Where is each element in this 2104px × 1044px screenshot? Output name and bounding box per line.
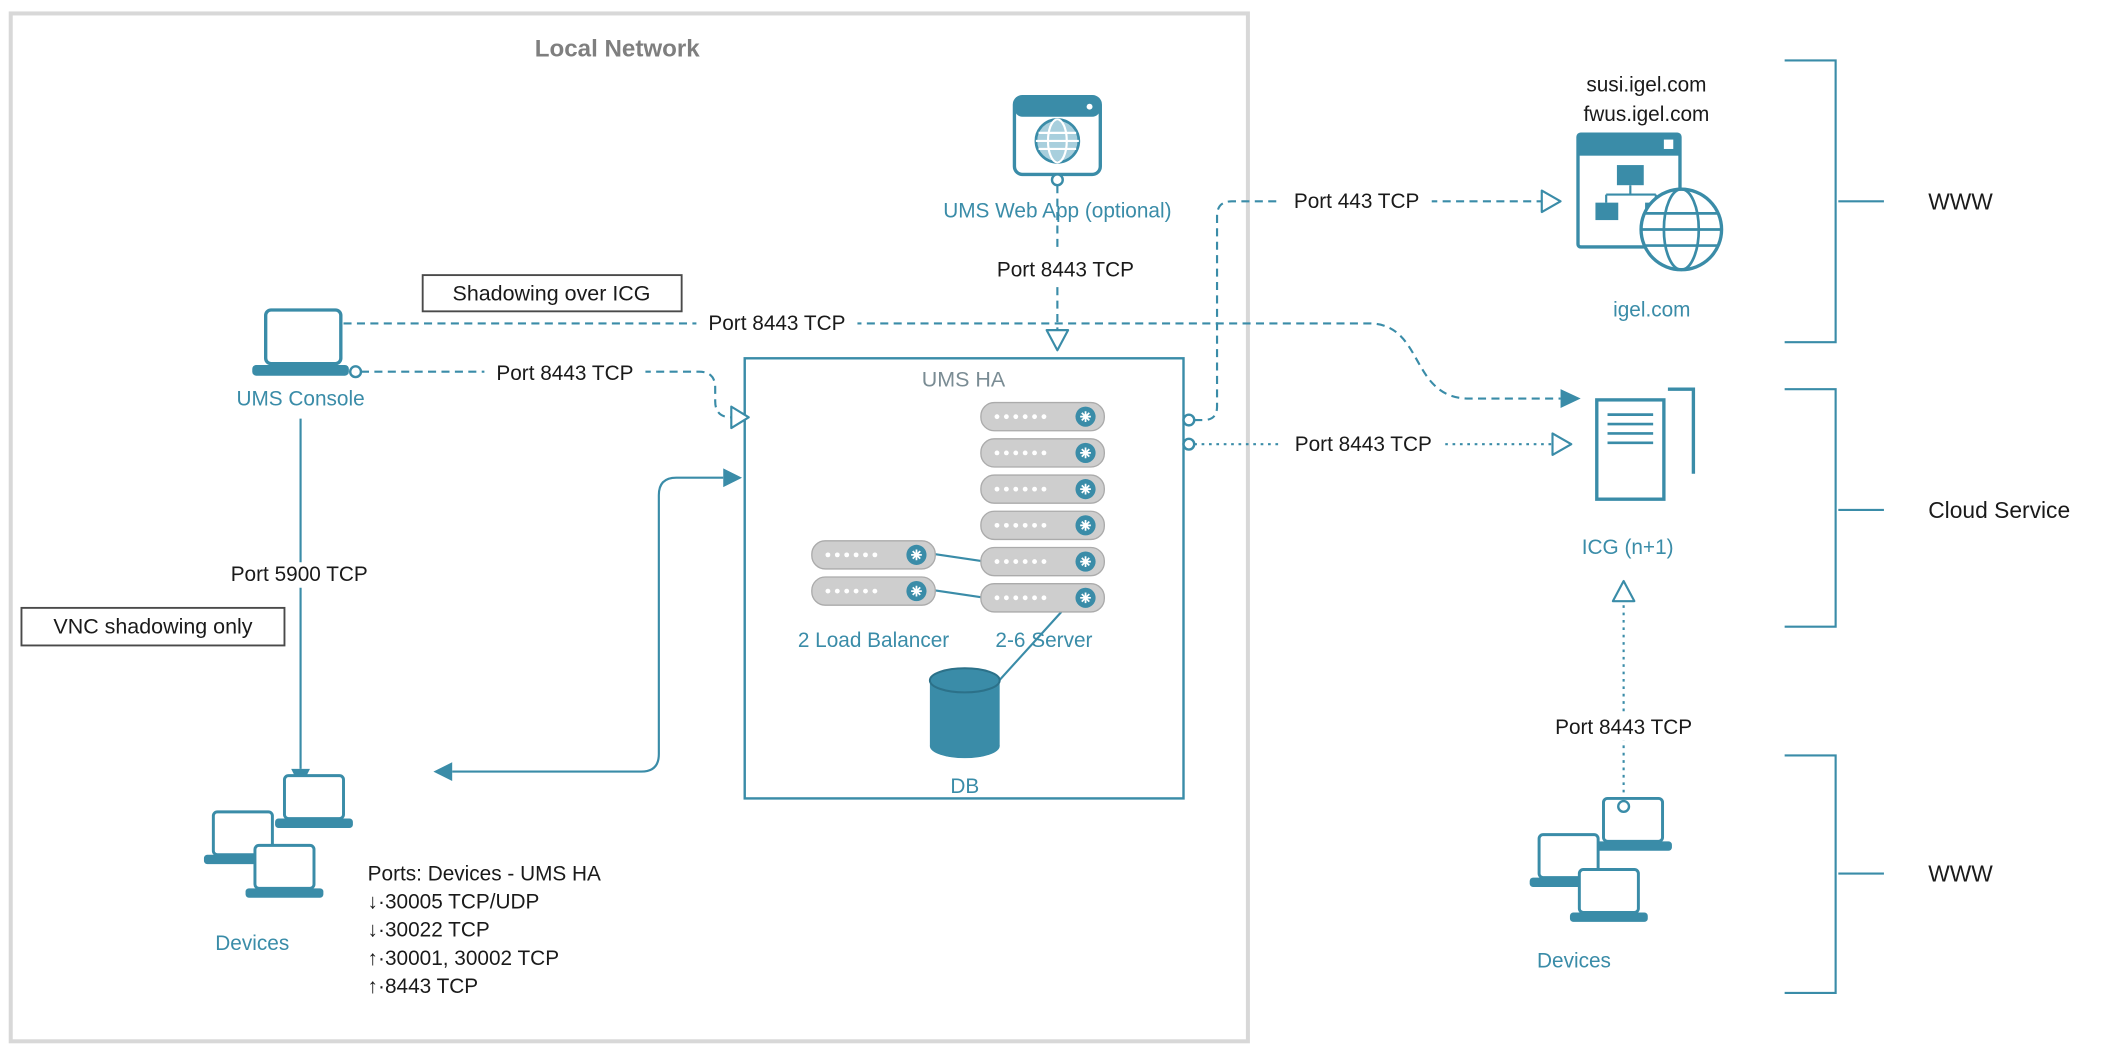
zone-www-bottom: WWW [1784, 754, 1993, 995]
ports-note-title: Ports: Devices - UMS HA [368, 862, 601, 885]
edge-devices-umsha-line [452, 476, 724, 773]
ports-note: Ports: Devices - UMS HA ↓·30005 TCP/UDP … [368, 862, 601, 998]
browser-globe-icon [1012, 94, 1102, 177]
vnc-callout-label: VNC shadowing only [53, 614, 252, 638]
devices-remote-connector-dot-icon [1617, 799, 1631, 814]
edge-devices-to-icg: Port 8443 TCP [1541, 579, 1706, 800]
zone-label-www-bottom: WWW [1928, 861, 1993, 887]
igel-portal-globe-icon [1576, 132, 1724, 272]
edge-devices-to-umsha [433, 468, 743, 781]
laptop-icon [252, 308, 349, 376]
zone-www-top: WWW [1784, 59, 1993, 344]
edge-umsha-igel-line [1194, 200, 1542, 422]
ums-ha-group: UMS HA 2 Load Balancer 2-6 Server DB [743, 357, 1185, 800]
ums-web-app-label: UMS Web App (optional) [943, 199, 1171, 222]
arrowhead-up-icon [1611, 579, 1636, 603]
edge-umsha-to-igel: Port 443 TCP [1194, 189, 1562, 422]
devices-local-node: Devices [202, 774, 355, 955]
zone-label-cloud-service: Cloud Service [1928, 497, 2070, 523]
label-background [217, 562, 382, 588]
ports-note-line: ↑·30001, 30002 TCP [368, 947, 559, 970]
shadowing-callout-box [421, 274, 683, 313]
igel-com-label: igel.com [1613, 299, 1690, 322]
igel-com-node: susi.igel.com fwus.igel.com igel.com [1576, 73, 1724, 322]
igel-domain1-label: susi.igel.com [1586, 73, 1706, 96]
ums-console-node: UMS Console [236, 308, 365, 410]
zone-bracket [1784, 388, 1837, 628]
devices-local-label: Devices [215, 932, 289, 955]
label-background [696, 311, 858, 337]
connector-dots [349, 173, 1631, 814]
webapp-connector-dot-icon [1050, 173, 1064, 187]
devices-remote-node: Devices [1528, 796, 1674, 972]
ums-web-app-node: UMS Web App (optional) [943, 94, 1172, 222]
label-background [1281, 189, 1432, 215]
edge-console-umsha-line [360, 370, 732, 419]
zone-label-www-top: WWW [1928, 188, 1993, 214]
db-label: DB [950, 775, 979, 798]
arrowhead-right-icon [1540, 189, 1562, 214]
devices-cluster-icon [1528, 796, 1674, 924]
edge-console-to-umsha: Port 8443 TCP [360, 360, 750, 430]
icg-label: ICG (n+1) [1582, 536, 1674, 559]
ums-console-label: UMS Console [236, 387, 364, 410]
zone-bracket [1784, 754, 1837, 995]
edge-webapp-to-umsha: Port 8443 TCP [997, 185, 1134, 352]
console-connector-dot-icon [349, 365, 363, 379]
edge-console-umsha-port-label: Port 8443 TCP [496, 362, 633, 385]
ports-note-line: ↑·8443 TCP [368, 975, 479, 998]
edge-shadowing-over-icg: Shadowing over ICG Port 8443 TCP [343, 274, 1581, 408]
arrowhead-right-icon [1560, 389, 1581, 408]
icg-node: ICG (n+1) [1582, 387, 1696, 559]
ums-ha-title: UMS HA [922, 367, 1006, 391]
arrowhead-down-icon [1045, 329, 1070, 352]
lb-server-connector [935, 553, 982, 599]
zone-bracket [1784, 59, 1837, 344]
arrowhead-right-icon [1551, 432, 1573, 456]
umsha-connector-dot-bottom-icon [1182, 437, 1196, 451]
arrowhead-left-icon [433, 762, 453, 781]
label-background [1541, 715, 1706, 741]
server-db-connector [994, 611, 1063, 686]
database-icon [928, 667, 1001, 759]
label-background [484, 360, 646, 387]
devices-remote-label: Devices [1537, 949, 1611, 972]
edge-umsha-to-icg: Port 8443 TCP [1194, 432, 1573, 458]
arrowhead-right-icon [723, 468, 743, 488]
edge-console-devices-port-label: Port 5900 TCP [231, 563, 368, 586]
igel-domain2-label: fwus.igel.com [1583, 103, 1709, 126]
edge-devices-icg-port-label: Port 8443 TCP [1555, 716, 1692, 739]
shadowing-callout-label: Shadowing over ICG [453, 282, 651, 306]
ports-note-line: ↓·30005 TCP/UDP [368, 890, 540, 913]
label-background [1281, 432, 1446, 458]
edge-umsha-icg-port-label: Port 8443 TCP [1295, 433, 1432, 456]
umsha-connector-dot-top-icon [1182, 413, 1196, 427]
server-label: 2-6 Server [995, 629, 1092, 652]
edge-umsha-igel-port-label: Port 443 TCP [1294, 190, 1420, 213]
edge-webapp-port-label: Port 8443 TCP [997, 258, 1134, 281]
local-network-title: Local Network [535, 35, 701, 62]
zone-cloud-service: Cloud Service [1784, 388, 2070, 628]
load-balancer-label: 2 Load Balancer [798, 629, 949, 652]
ports-note-line: ↓·30022 TCP [368, 919, 490, 942]
edge-console-to-devices: Port 5900 TCP VNC shadowing only [20, 418, 382, 788]
icg-server-icon [1595, 387, 1696, 501]
arrowhead-right-icon [730, 405, 750, 430]
edge-shadowing-line [343, 322, 1561, 400]
vnc-callout-box [20, 606, 286, 647]
edge-shadowing-port-label: Port 8443 TCP [708, 312, 845, 335]
